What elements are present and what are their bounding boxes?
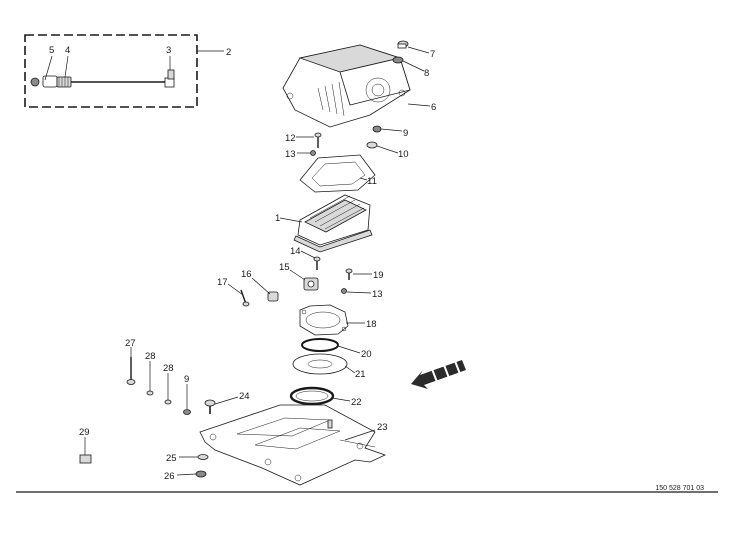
callout-1: 1 <box>275 213 280 224</box>
callout-23: 23 <box>377 422 388 433</box>
callout-19: 19 <box>373 270 384 281</box>
callout-29: 29 <box>79 427 90 438</box>
washer-plate-21 <box>292 353 348 375</box>
washer-10 <box>366 141 378 149</box>
screw-17 <box>240 289 250 307</box>
screw-12 <box>314 132 322 148</box>
clip-block-15 <box>303 277 319 291</box>
bolt-27 <box>126 357 136 385</box>
cover-housing <box>282 44 411 128</box>
callout-18: 18 <box>366 319 377 330</box>
leader-lines <box>44 46 431 476</box>
callout-14: 14 <box>290 246 301 257</box>
callout-21: 21 <box>355 369 366 380</box>
callout-6: 6 <box>431 102 436 113</box>
heatsink-module <box>293 194 373 253</box>
callout-2: 2 <box>226 47 231 58</box>
callout-28-a: 28 <box>145 351 156 362</box>
callout-28-b: 28 <box>163 363 174 374</box>
callout-22: 22 <box>351 397 362 408</box>
cable-harness-group <box>24 34 198 108</box>
nut-26 <box>195 470 207 478</box>
callout-12: 12 <box>285 133 296 144</box>
gasket-11 <box>299 154 376 193</box>
callout-24: 24 <box>239 391 250 402</box>
washer-28-b <box>164 399 172 405</box>
callout-17: 17 <box>217 277 228 288</box>
callout-7: 7 <box>430 49 435 60</box>
nut-13-lower <box>341 288 347 294</box>
screw-7 <box>397 40 409 49</box>
callout-11: 11 <box>367 176 377 187</box>
seal-ring-22 <box>289 386 335 406</box>
clip-16 <box>267 291 279 302</box>
washer-8 <box>392 56 404 64</box>
terminal-tab <box>167 69 175 80</box>
washer-25 <box>197 454 209 460</box>
nut-13-upper <box>310 150 316 156</box>
callout-9-lower: 9 <box>184 374 189 385</box>
callout-13-lower: 13 <box>372 289 383 300</box>
harness-dashed-frame <box>24 34 198 108</box>
callout-25: 25 <box>166 453 177 464</box>
nut-9-lower <box>183 409 191 415</box>
washer-28-a <box>146 390 154 396</box>
callout-16: 16 <box>241 269 252 280</box>
direction-arrow-icon <box>411 360 466 389</box>
callout-4: 4 <box>65 45 70 56</box>
callout-10: 10 <box>398 149 409 160</box>
flange-plate-18 <box>299 304 349 336</box>
callout-3: 3 <box>166 45 171 56</box>
plug-cap <box>30 77 40 87</box>
nut-9 <box>372 125 382 133</box>
callout-26: 26 <box>164 471 175 482</box>
callout-5: 5 <box>49 45 54 56</box>
screw-19 <box>345 268 353 280</box>
connector-body <box>42 75 58 88</box>
callout-13-upper: 13 <box>285 149 296 160</box>
part-29 <box>79 454 92 464</box>
document-number: 150 528 701 03 <box>655 485 704 492</box>
bolt-24 <box>204 399 216 414</box>
callout-27: 27 <box>125 338 136 349</box>
callout-8: 8 <box>424 68 429 79</box>
callout-labels: 2 5 4 3 1 6 7 8 9 10 11 12 13 14 15 16 1… <box>49 45 436 482</box>
base-frame-23 <box>199 404 387 486</box>
callout-9-upper: 9 <box>403 128 408 139</box>
callout-20: 20 <box>361 349 372 360</box>
screw-14 <box>313 256 321 270</box>
o-ring-20 <box>301 338 339 352</box>
callout-15: 15 <box>279 262 290 273</box>
